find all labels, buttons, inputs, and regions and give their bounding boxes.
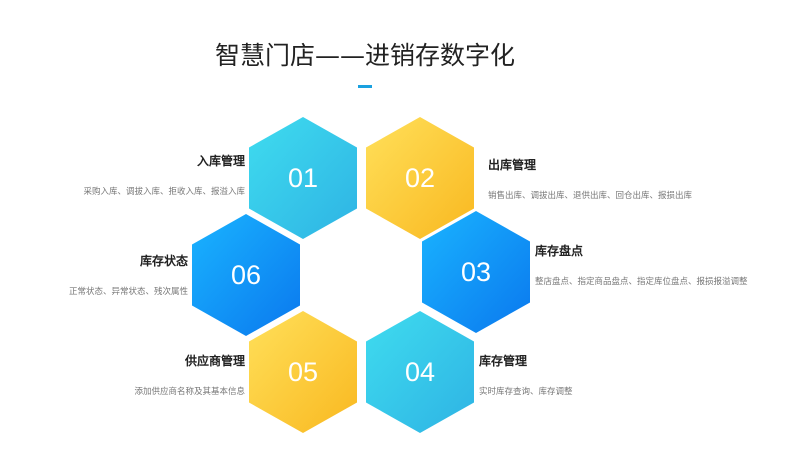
hex-number: 05: [287, 357, 319, 387]
label-desc: 实时库存查询、库存调整: [479, 387, 573, 397]
label-desc: 采购入库、调拔入库、拒收入库、报溢入库: [83, 187, 245, 197]
label-04: 库存管理 实时库存查询、库存调整: [479, 352, 573, 397]
hex-number: 03: [460, 257, 492, 287]
hexagon-06: 06: [192, 214, 300, 336]
label-desc: 正常状态、异常状态、残次属性: [68, 287, 188, 297]
label-heading: 库存盘点: [535, 244, 584, 258]
hexagon-01: 01: [249, 117, 357, 239]
label-02: 出库管理 销售出库、调拔出库、退供出库、回仓出库、报损出库: [488, 156, 692, 201]
hexagon-05: 05: [249, 311, 357, 433]
label-desc: 整店盘点、指定商品盘点、指定库位盘点、报损报溢调整: [535, 277, 748, 287]
label-heading: 供应商管理: [184, 354, 245, 368]
hex-number: 01: [287, 163, 319, 193]
hex-number: 06: [230, 260, 262, 290]
label-05: 供应商管理 添加供应商名称及其基本信息: [134, 352, 245, 397]
label-heading: 库存状态: [139, 254, 188, 268]
label-desc: 添加供应商名称及其基本信息: [134, 387, 245, 397]
title-underline: [358, 85, 372, 88]
hexagon-04: 04: [366, 311, 474, 433]
label-desc: 销售出库、调拔出库、退供出库、回仓出库、报损出库: [488, 191, 693, 201]
label-01: 入库管理 采购入库、调拔入库、拒收入库、报溢入库: [83, 152, 245, 197]
hexagon-02: 02: [366, 117, 474, 239]
label-heading: 库存管理: [479, 354, 528, 368]
hex-number: 04: [404, 357, 436, 387]
hexagon-03: 03: [422, 211, 530, 333]
label-heading: 出库管理: [488, 158, 537, 172]
label-03: 库存盘点 整店盘点、指定商品盘点、指定库位盘点、报损报溢调整: [535, 242, 748, 287]
label-heading: 入库管理: [196, 154, 245, 168]
page-title: 智慧门店——进销存数字化: [214, 41, 515, 70]
label-06: 库存状态 正常状态、异常状态、残次属性: [69, 252, 188, 297]
hex-number: 02: [404, 163, 436, 193]
